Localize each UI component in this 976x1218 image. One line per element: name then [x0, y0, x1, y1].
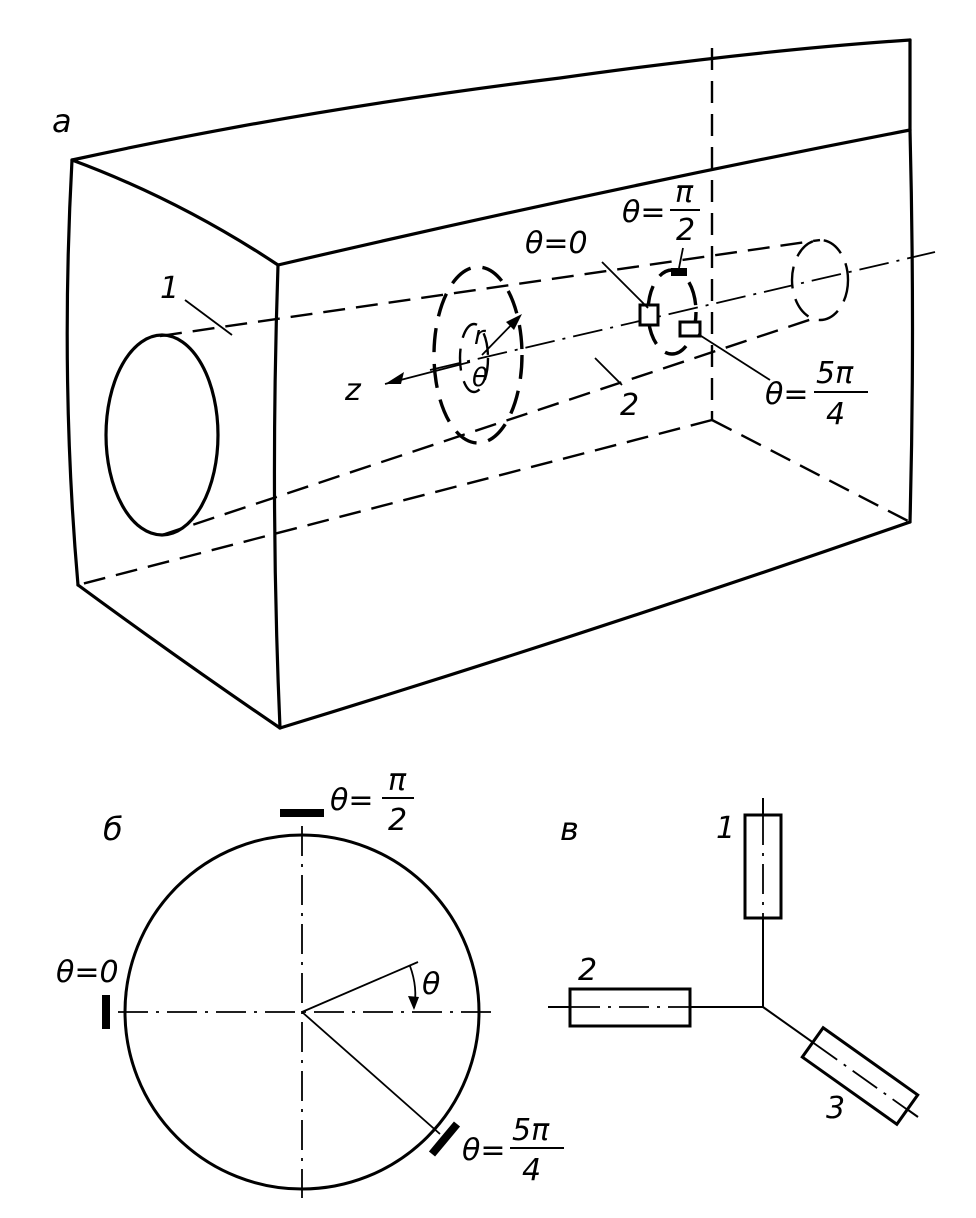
gauge-label-2: 2	[578, 953, 597, 988]
leader-1-borehole	[184, 299, 233, 336]
block-top-left-edge	[70, 158, 280, 267]
theta-pi2-lhs-a: θ=	[622, 195, 666, 230]
theta-pi2-den-b: 2	[388, 803, 407, 838]
sensor-theta-5pi4-icon	[678, 320, 702, 338]
block-bottom-left-edge	[76, 583, 282, 730]
label-1-borehole: 1	[160, 271, 179, 306]
z-axis-label: z	[344, 373, 362, 408]
gauge-label-1: 1	[716, 811, 735, 846]
panel-c: в 1 2 3	[548, 798, 920, 1127]
theta-5pi4-num-a: 5π	[816, 356, 854, 391]
borehole-1-upper-wall	[159, 238, 821, 338]
sensor-5pi4-icon	[428, 1121, 461, 1157]
radius-r-label: r	[474, 321, 487, 351]
block-top-back-edge	[70, 38, 912, 162]
hidden-back-bottom-edge	[77, 418, 713, 587]
radius-vector-arrow-icon	[506, 314, 522, 330]
measurement-ring-large	[432, 265, 524, 445]
leader-theta-5pi4-a	[697, 333, 771, 381]
panel-b-label: б	[103, 810, 123, 848]
panel-b: б θ θ= π 2 θ=0 θ= 5π 4	[56, 763, 564, 1198]
gauge-label-3: 3	[826, 1091, 845, 1126]
gauge-element-3-group	[800, 1025, 920, 1127]
theta-0-label-b: θ=0	[56, 955, 119, 990]
label-2-axis: 2	[620, 388, 639, 423]
leader-theta-pi2-a	[678, 247, 684, 269]
block-hidden-edges	[77, 48, 911, 587]
leader-2-axis	[594, 357, 623, 386]
panel-c-label: в	[560, 810, 579, 848]
leader-theta-0-a	[601, 261, 649, 309]
angle-radius-line	[301, 961, 419, 1013]
borehole-1-far-end	[790, 238, 850, 322]
theta-0-label-a: θ=0	[525, 226, 588, 261]
panel-a-label: a	[52, 102, 72, 140]
theta-5pi4-den-b: 4	[522, 1153, 541, 1188]
borehole-1-lower-wall	[161, 316, 816, 537]
theta-5pi4-den-a: 4	[826, 397, 845, 432]
theta-pi2-den-a: 2	[676, 213, 695, 248]
sensor-pi2-icon	[280, 809, 324, 817]
angle-theta-label-b: θ	[422, 967, 440, 1002]
theta-pi2-num-b: π	[388, 763, 407, 798]
sensor-theta-0-icon	[638, 303, 660, 327]
measurement-ring-inner	[458, 322, 490, 394]
borehole-1-opening	[104, 333, 220, 537]
gauge-element-3-axis	[812, 1041, 908, 1111]
theta-pi2-lhs-b: θ=	[330, 783, 374, 818]
panel-a: a 1	[52, 38, 936, 730]
block-top-front-edge	[276, 128, 912, 267]
borehole-1	[104, 238, 936, 537]
block-right-vertical-edge	[908, 128, 915, 524]
borehole-1-axis	[429, 251, 936, 371]
sensor-theta-pi2-icon	[671, 268, 687, 276]
sensor-0-icon	[102, 995, 110, 1029]
block-bottom-front-edge	[278, 520, 912, 730]
radius-to-5pi4	[301, 1011, 441, 1135]
theta-5pi4-num-b: 5π	[512, 1113, 550, 1148]
hidden-back-bottom-right-edge	[711, 418, 911, 524]
theta-5pi4-lhs-a: θ=	[765, 377, 809, 412]
block-left-vertical-edge	[65, 158, 80, 587]
angle-theta-label-a: θ	[472, 363, 488, 393]
theta-pi2-num-a: π	[675, 175, 694, 210]
theta-5pi4-lhs-b: θ=	[462, 1133, 506, 1168]
angle-arc-arrow-icon	[408, 996, 419, 1010]
z-axis-arrow-icon	[385, 372, 404, 384]
